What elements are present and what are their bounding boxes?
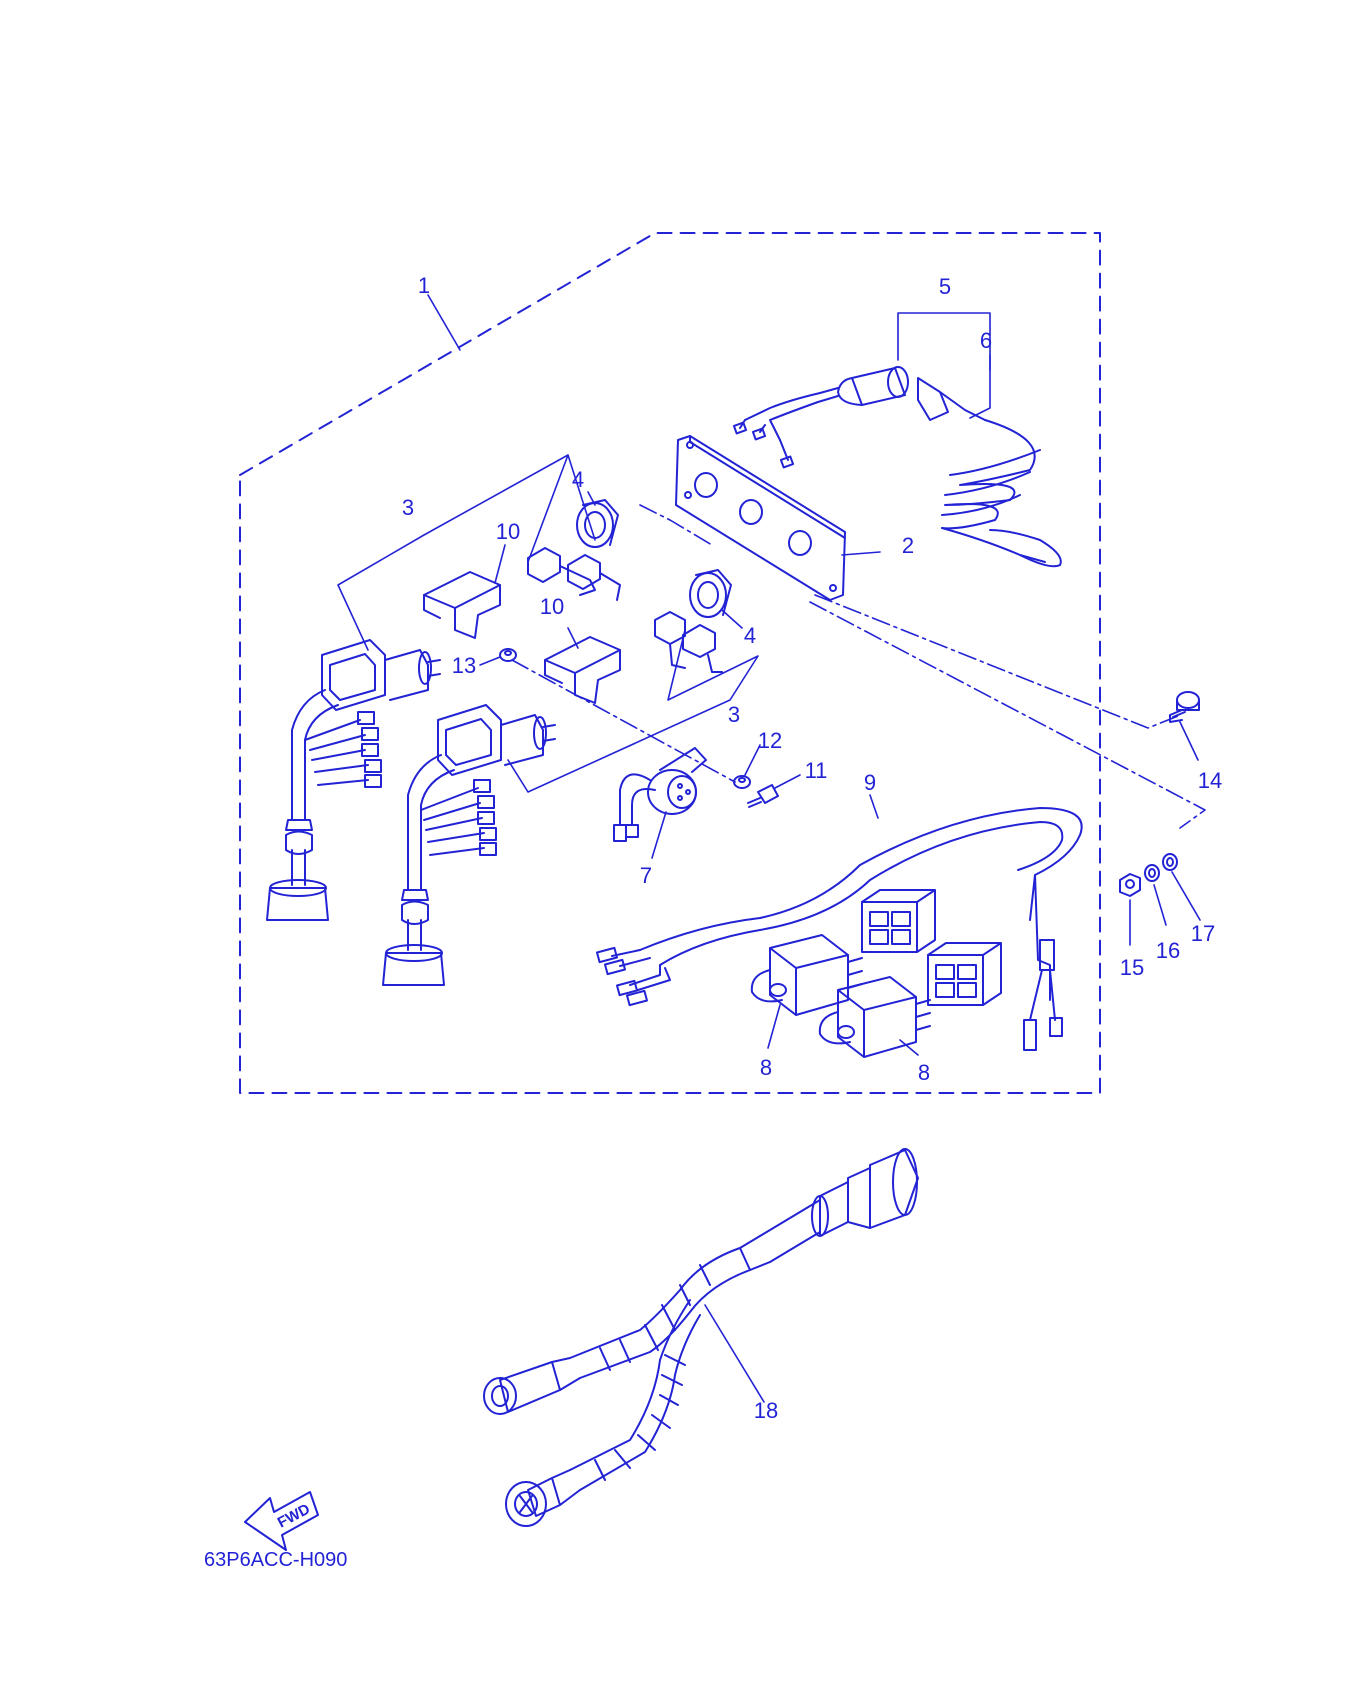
lanyard-coil [917, 377, 1062, 568]
connector-upper [861, 889, 936, 953]
main-switch-upper [266, 639, 441, 921]
callout-18: 18 [754, 1398, 778, 1423]
switch-cap-lower [689, 569, 732, 618]
callout-3-lower: 3 [728, 702, 740, 727]
callout-17: 17 [1191, 921, 1215, 946]
washer-12 [733, 775, 751, 789]
main-switch-lower [382, 704, 556, 986]
callout-8-right: 8 [918, 1060, 930, 1085]
callout-9: 9 [864, 770, 876, 795]
bracket-lower [544, 636, 621, 704]
callout-3-upper: 3 [402, 495, 414, 520]
washer-17 [1162, 853, 1178, 871]
callout-7: 7 [640, 863, 652, 888]
screw-11 [747, 784, 779, 808]
kit-outline [239, 232, 1101, 1094]
relay-left [750, 934, 863, 1016]
buzzer [613, 747, 707, 842]
switch-cap-upper [576, 499, 619, 548]
callout-12: 12 [758, 728, 782, 753]
callout-4-lower: 4 [744, 623, 756, 648]
callout-16: 16 [1156, 938, 1180, 963]
fwd-arrow-icon: FWD [244, 1491, 319, 1551]
callout-2: 2 [902, 533, 914, 558]
callout-5: 5 [939, 274, 951, 299]
keys-lower [654, 611, 723, 673]
relay-right [818, 976, 931, 1058]
callout-1: 1 [418, 273, 430, 298]
callout-13: 13 [452, 653, 476, 678]
callout-4-upper: 4 [572, 467, 584, 492]
stop-switch [732, 366, 909, 469]
extension-harness-18 [483, 1148, 919, 1527]
nut-15 [1119, 873, 1141, 897]
callout-8-left: 8 [760, 1055, 772, 1080]
leader-lines [337, 294, 1206, 1403]
switch-panel-plate [675, 435, 846, 601]
callout-14: 14 [1198, 768, 1222, 793]
connector-lower [927, 942, 1002, 1006]
fwd-label: FWD [275, 1500, 313, 1531]
callout-10-lower: 10 [540, 594, 564, 619]
callout-10-upper: 10 [496, 519, 520, 544]
callout-numbers: 1 2 3 3 4 4 5 6 7 8 8 9 10 10 11 12 13 1… [402, 273, 1222, 1423]
washer-16 [1144, 864, 1160, 882]
bracket-upper [423, 571, 501, 639]
callout-6: 6 [980, 328, 992, 353]
wire-harness-9 [596, 807, 1083, 1051]
washer-13 [499, 648, 517, 662]
diagram-code: 63P6ACC-H090 [204, 1549, 347, 1571]
callout-11: 11 [805, 758, 828, 783]
keys-upper [527, 547, 621, 601]
callout-15: 15 [1120, 955, 1144, 980]
